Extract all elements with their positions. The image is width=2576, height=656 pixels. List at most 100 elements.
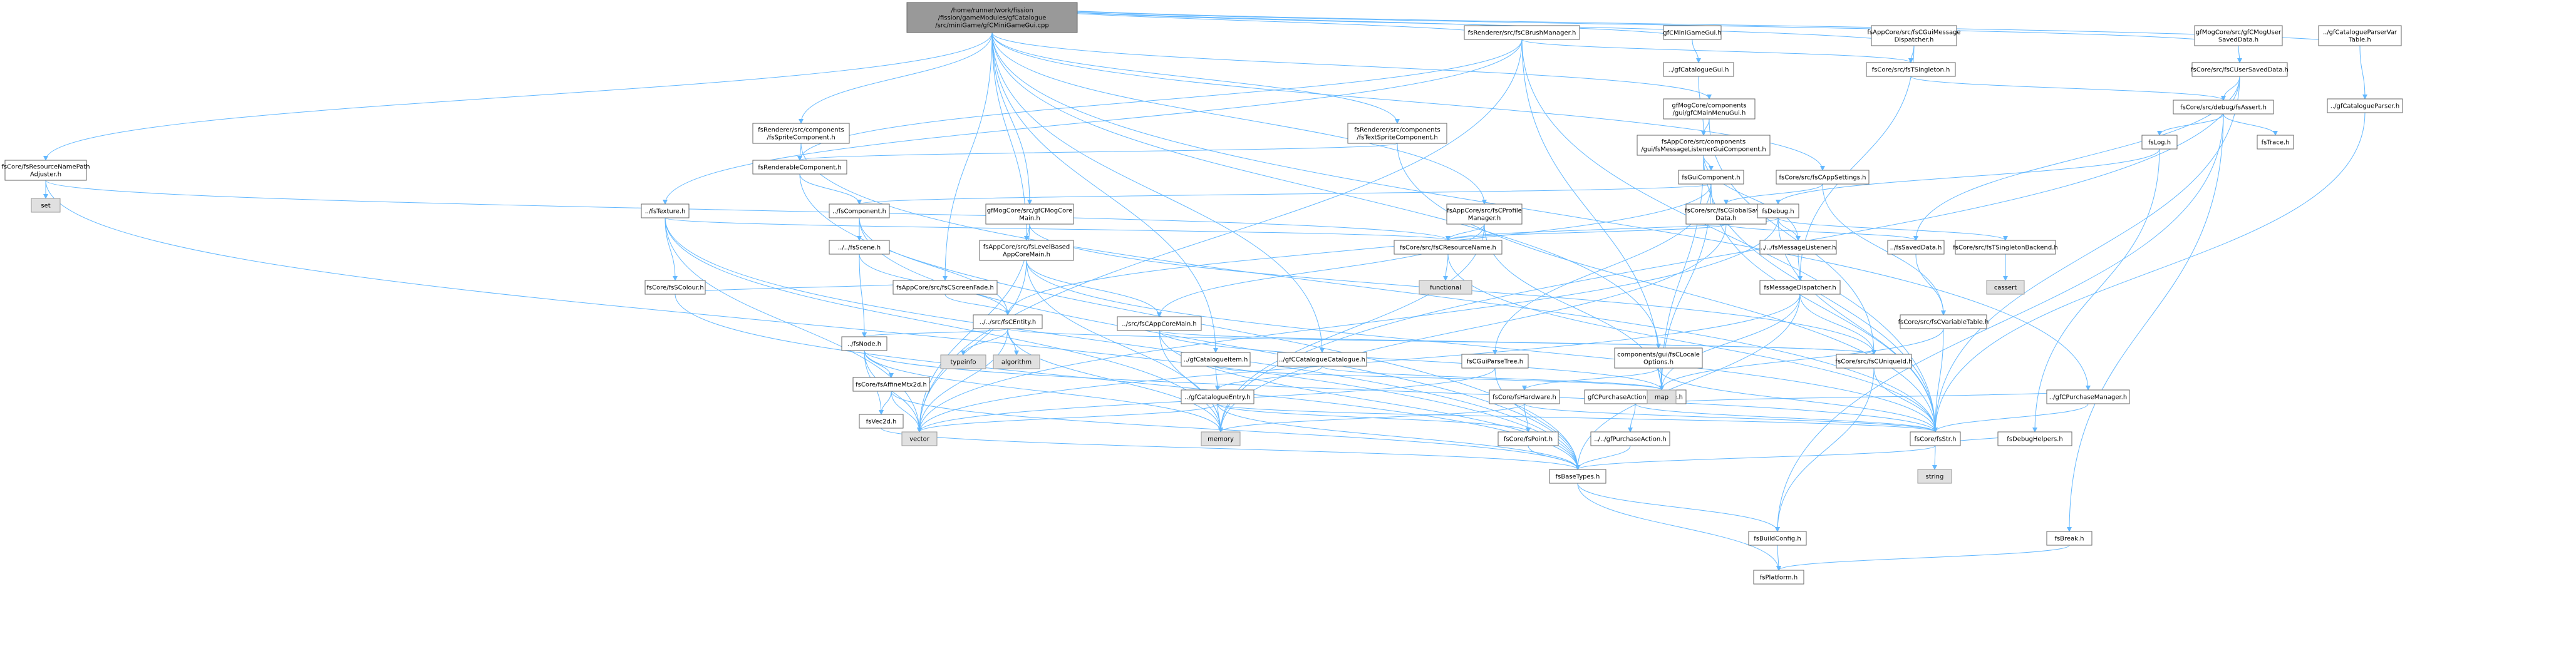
node-label: fsBaseTypes.h xyxy=(1556,474,1600,481)
dependency-edge xyxy=(1910,76,2226,101)
file-node[interactable]: fsCore/src/fsCUniqueId.h xyxy=(1835,354,1913,369)
file-node[interactable]: ../../gfPurchaseAction.h xyxy=(1590,431,1670,446)
file-node[interactable]: fsVec2d.h xyxy=(859,414,904,429)
node-label: fsDebug.h xyxy=(1762,208,1794,215)
dependency-edge xyxy=(1692,39,1701,63)
node-box xyxy=(979,240,1074,261)
dependency-edge xyxy=(1218,223,1485,433)
dependency-edge xyxy=(1777,217,1801,241)
file-node[interactable]: fsRenderer/src/components/fsTextSpriteCo… xyxy=(1347,123,1447,144)
file-node[interactable]: fsCore/fsPoint.h xyxy=(1497,431,1559,446)
file-node[interactable]: fsCore/fsStr.h xyxy=(1910,431,1961,446)
file-node[interactable]: gfCMiniGameGui.h xyxy=(1663,25,1722,40)
file-node[interactable]: ../fsComponent.h xyxy=(829,203,890,218)
node-label: ../../fsScene.h xyxy=(838,245,881,252)
dependency-edge xyxy=(1798,45,1915,281)
file-node[interactable]: fsLog.h xyxy=(2141,135,2178,150)
dependency-edge xyxy=(1522,367,1659,391)
node-label: /home/runner/work/fission/fission/gameMo… xyxy=(935,8,1049,29)
dependency-edge xyxy=(1575,294,1801,470)
file-node[interactable]: ../fsNode.h xyxy=(841,336,887,351)
node-box xyxy=(1663,98,1756,120)
node-label: gfCMiniGameGui.h xyxy=(1663,30,1722,37)
file-node[interactable]: fsCore/fsSColour.h xyxy=(644,280,706,295)
file-node[interactable]: ../gfCatalogueParser.h xyxy=(2327,98,2403,113)
file-node[interactable]: fsDebug.h xyxy=(1757,203,1799,218)
dependency-edge xyxy=(891,391,922,433)
file-node[interactable]: fsCore/src/fsCResourceName.h xyxy=(1394,240,1503,255)
external-header-node: algorithm xyxy=(993,354,1040,369)
file-node[interactable]: fsRenderer/src/fsCBrushManager.h xyxy=(1464,25,1580,40)
file-node[interactable]: fsCore/src/fsTSingleton.h xyxy=(1866,62,1956,77)
file-node[interactable]: ../gfCatalogueEntry.h xyxy=(1181,389,1254,404)
file-node[interactable]: fsCore/src/fsCVariableTable.h xyxy=(1898,314,1989,329)
external-header-node: map xyxy=(1647,389,1677,404)
file-node[interactable]: fsCore/src/fsCAppSettings.h xyxy=(1776,170,1870,185)
file-node[interactable]: fsBreak.h xyxy=(2046,531,2092,546)
file-node[interactable]: ../../fsMessageListener.h xyxy=(1759,240,1837,255)
node-box xyxy=(852,377,930,392)
file-node[interactable]: ../gfCPurchaseManager.h xyxy=(2046,389,2130,404)
file-node[interactable]: ../gfCCatalogueCatalogue.h xyxy=(1277,352,1367,367)
file-node[interactable]: fsPlatform.h xyxy=(1753,570,1804,585)
dependency-edge xyxy=(2223,113,2278,136)
node-label: fsAppCore/src/fsCScreenFade.h xyxy=(896,285,994,292)
dependency-edge xyxy=(1524,403,1938,433)
file-node[interactable]: ../gfCatalogueGui.h xyxy=(1663,62,1734,77)
node-box xyxy=(1117,316,1202,331)
file-node[interactable]: fsCore/fsAffineMtx2d.h xyxy=(852,377,930,392)
file-node[interactable]: fsCGuiParseTree.h xyxy=(1461,354,1529,369)
node-label: typeinfo xyxy=(950,359,976,366)
node-label: fsCore/src/debug/fsAssert.h xyxy=(2180,105,2267,111)
file-node[interactable]: ../fsTexture.h xyxy=(641,203,690,218)
file-node[interactable]: ../fsSavedData.h xyxy=(1887,240,1945,255)
dependency-edge xyxy=(1873,367,1938,433)
node-box xyxy=(1757,203,1799,218)
dependency-edge xyxy=(991,32,1218,353)
dependency-edge xyxy=(1397,143,1938,433)
file-node[interactable]: fsCore/fsHardware.h xyxy=(1489,389,1560,404)
file-node[interactable]: fsMessageDispatcher.h xyxy=(1759,280,1841,295)
dependency-edge xyxy=(1521,39,1938,433)
root-file-node[interactable]: /home/runner/work/fission/fission/gameMo… xyxy=(906,2,1078,33)
file-node[interactable]: fsCore/src/debug/fsAssert.h xyxy=(2173,100,2274,115)
file-node[interactable]: fsBuildConfig.h xyxy=(1748,531,1807,546)
file-node[interactable]: fsCore/src/fsTSingletonBackend.h xyxy=(1953,240,2058,255)
file-node[interactable]: fsAppCore/src/components/gui/fsMessageLi… xyxy=(1637,135,1771,156)
file-node[interactable]: ../src/fsCAppCoreMain.h xyxy=(1117,316,1202,331)
file-node[interactable]: fsBaseTypes.h xyxy=(1549,469,1606,484)
file-node[interactable]: gfMogCore/components/gui/gfCMainMenuGui.… xyxy=(1663,98,1756,120)
file-node[interactable]: fsRenderer/src/components/fsSpriteCompon… xyxy=(752,123,850,144)
dependency-edge xyxy=(1159,330,1223,433)
node-box xyxy=(1637,135,1771,156)
node-label: fsTrace.h xyxy=(2262,140,2290,146)
dependency-edge xyxy=(1701,118,1710,136)
file-node[interactable]: fsCore/src/fsCUserSavedData.h xyxy=(2191,62,2289,77)
dependency-edge xyxy=(917,217,1779,433)
node-label: fsBreak.h xyxy=(2054,536,2084,543)
file-node[interactable]: fsGuiComponent.h xyxy=(1678,170,1744,185)
file-node[interactable]: ../../src/fsCEntity.h xyxy=(973,314,1043,329)
file-node[interactable]: ../gfCatalogueItem.h xyxy=(1181,352,1251,367)
node-box xyxy=(1549,469,1606,484)
node-label: ../fsSavedData.h xyxy=(1890,245,1942,252)
file-node[interactable]: fsAppCore/src/fsCScreenFade.h xyxy=(892,280,998,295)
file-node[interactable]: fsRenderableComponent.h xyxy=(752,160,847,175)
node-label: fsCore/fsHardware.h xyxy=(1492,394,1556,401)
file-node[interactable]: fsTrace.h xyxy=(2257,135,2294,150)
node-label: cassert xyxy=(1994,285,2017,292)
file-node[interactable]: ../../fsScene.h xyxy=(829,240,890,255)
file-node[interactable]: fsDebugHelpers.h xyxy=(1997,431,2072,446)
node-box xyxy=(1647,389,1677,404)
